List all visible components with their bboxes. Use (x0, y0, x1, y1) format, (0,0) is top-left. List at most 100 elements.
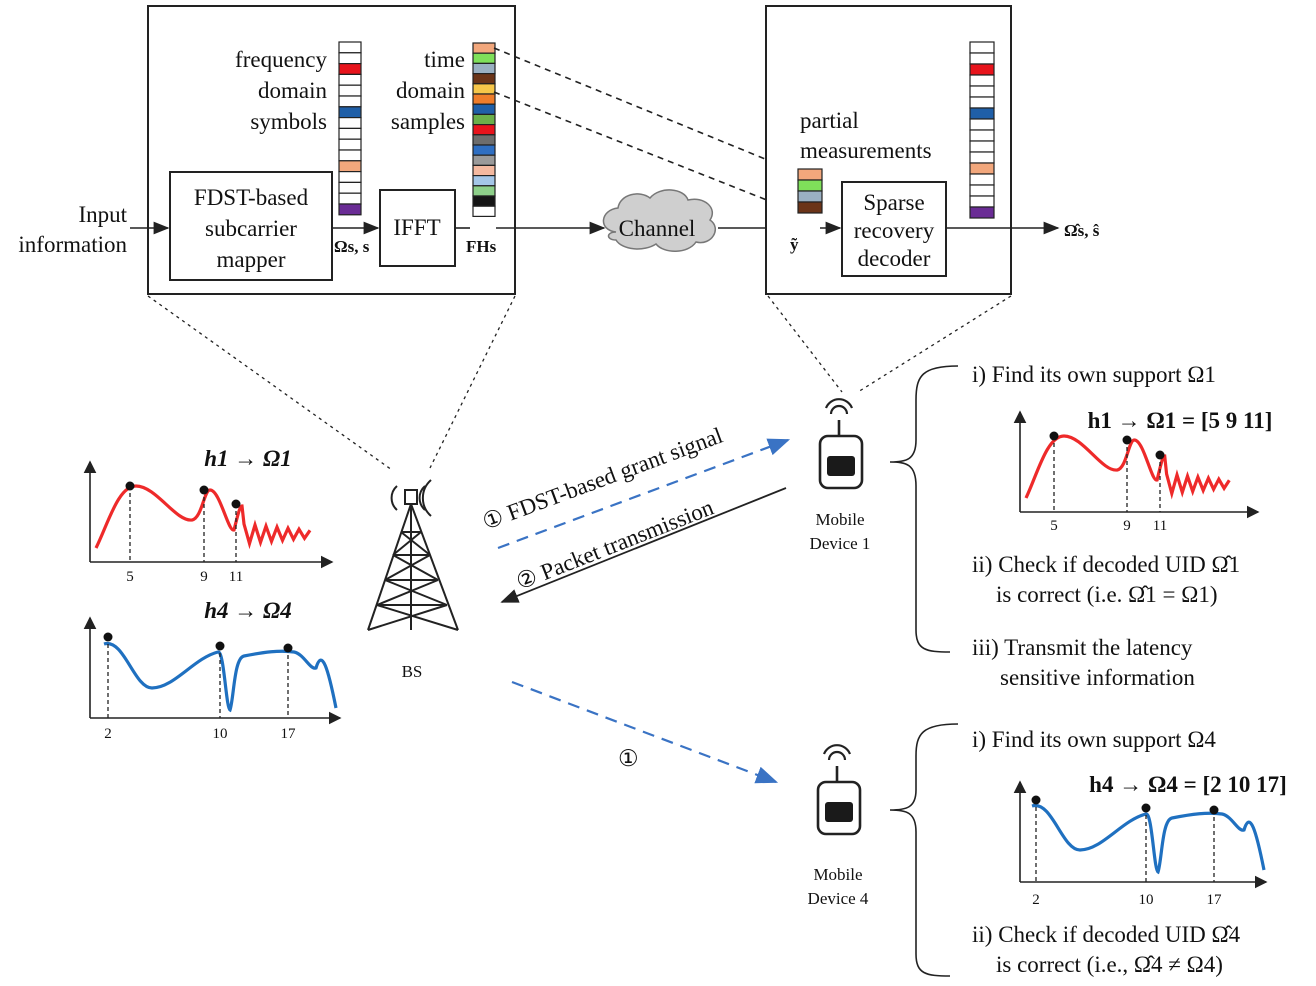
partial-label-1: partial (800, 108, 859, 133)
device-4-step-ii-2: is correct (i.e., Ω̂4 ≠ Ω4) (996, 952, 1223, 977)
time-cell-17 (472, 205, 496, 217)
bs-label: BS (402, 662, 423, 681)
input-label-1: Input (78, 202, 127, 227)
time-cell-15 (472, 185, 496, 197)
selection-arrow-2 (493, 91, 794, 211)
time-cell-7 (472, 103, 496, 115)
time-cell-16 (472, 195, 496, 207)
d4-peak-2 (1141, 803, 1151, 813)
rec-cell-6 (969, 96, 995, 109)
input-label-2: information (18, 232, 127, 257)
device-4-marks (1031, 795, 1219, 882)
rec-cell-7 (969, 107, 995, 120)
cloud-shape (602, 189, 716, 252)
bs-h4-peak-2 (215, 641, 225, 651)
bs-h4-peak-3 (283, 643, 293, 653)
time-cell-5 (472, 83, 496, 95)
mobile-device-4: Mobile Device 4 (808, 744, 869, 908)
partial-cell-3 (797, 190, 823, 203)
decoder-label-1: Sparse (863, 190, 924, 215)
device-4-tick-2: 10 (1139, 892, 1154, 908)
rec-cell-4 (969, 74, 995, 87)
time-cell-4 (472, 72, 496, 85)
freq-label-3: symbols (250, 109, 327, 134)
partial-cell-2 (797, 179, 823, 192)
time-cell-3 (472, 62, 496, 75)
d1-peak-3 (1155, 450, 1165, 460)
bs-h4-peak-1 (103, 632, 113, 642)
bs-h4-tick-2: 10 (213, 726, 228, 742)
bs-plot-h1: h1 → Ω1 5 9 11 (83, 446, 334, 585)
rec-cell-9 (969, 129, 995, 142)
bs-h4-tick-3: 17 (281, 726, 297, 742)
time-cell-2 (472, 52, 496, 65)
decoder-label-2: recovery (854, 218, 935, 243)
bs-h1-peak-3 (231, 499, 241, 509)
d1-peak-1 (1049, 431, 1059, 441)
zoom-line-rx-left (767, 295, 843, 393)
device-4-label-1: Mobile (813, 865, 862, 884)
freq-label-2: domain (258, 78, 327, 103)
time-cell-12 (472, 154, 496, 166)
ifft-box (379, 189, 456, 267)
rec-cell-13 (969, 173, 995, 186)
freq-cell-11 (338, 149, 362, 162)
tower-icon (367, 479, 459, 631)
device-1-step-iii-1: iii) Transmit the latency (972, 635, 1193, 660)
frequency-domain-vector (338, 41, 362, 216)
device-4-step-ii-1: ii) Check if decoded UID Ω̂4 (972, 922, 1241, 947)
rec-cell-11 (969, 151, 995, 164)
device-4-step-i: i) Find its own support Ω4 (972, 727, 1216, 752)
time-label-1: time (424, 47, 465, 72)
device-1-tick-3: 11 (1153, 518, 1167, 534)
device-1-brace (889, 365, 959, 653)
partial-cell-1 (797, 168, 823, 181)
mobile-device-1: Mobile Device 1 (810, 398, 870, 553)
rec-cell-5 (969, 85, 995, 98)
time-cell-10 (472, 134, 496, 146)
zoom-line-tx-right (429, 295, 516, 469)
time-cell-1 (472, 42, 496, 54)
zoom-line-rx-right (857, 295, 1012, 393)
freq-cell-16 (338, 203, 362, 216)
partial-cell-4 (797, 201, 823, 214)
d4-peak-1 (1031, 795, 1041, 805)
bs-h4-marks (103, 632, 293, 718)
freq-cell-8 (338, 116, 362, 129)
time-cell-8 (472, 113, 496, 126)
device-4-plot: h4 → Ω4 = [2 10 17] 2 10 17 (1013, 772, 1287, 908)
freq-cell-7 (338, 106, 362, 119)
time-label-3: samples (391, 109, 465, 134)
rec-cell-1 (969, 41, 995, 54)
decoder-box (841, 181, 947, 277)
grant-signal-4-label: ① (618, 746, 639, 771)
freq-cell-15 (338, 192, 362, 205)
zoom-line-tx-left (147, 295, 393, 471)
bs-h1-peak-1 (125, 481, 135, 491)
bs-h1-marks (125, 481, 241, 562)
bs-h1-curve (94, 484, 312, 550)
device-4-plot-title: h4 → Ω4 = [2 10 17] (1089, 772, 1287, 797)
phone-icon-1 (818, 398, 864, 490)
device-4-brace (889, 723, 959, 977)
device-1-step-ii-1: ii) Check if decoded UID Ω̂1 (972, 552, 1240, 577)
receiver-block: partial measurements ỹ Sparse recovery d… (765, 5, 1012, 295)
device-4-tick-3: 17 (1207, 892, 1223, 908)
rec-cell-12 (969, 162, 995, 175)
time-cell-14 (472, 175, 496, 187)
device-1-tick-1: 5 (1050, 518, 1058, 534)
freq-cell-4 (338, 73, 362, 86)
device-1-plot: h1 → Ω1 = [5 9 11] 5 9 11 (1013, 408, 1273, 534)
recovered-vector (969, 41, 995, 219)
mapper-label-1: FDST-based (194, 185, 309, 210)
freq-cell-5 (338, 84, 362, 97)
selection-arrow-1 (493, 47, 794, 171)
device-1-label-1: Mobile (815, 510, 864, 529)
time-cell-6 (472, 93, 496, 105)
device-4-label-2: Device 4 (808, 889, 869, 908)
channel-label: Channel (619, 216, 696, 241)
device-1-plot-title: h1 → Ω1 = [5 9 11] (1088, 408, 1273, 433)
decoder-label-3: decoder (858, 246, 931, 271)
freq-cell-6 (338, 95, 362, 108)
